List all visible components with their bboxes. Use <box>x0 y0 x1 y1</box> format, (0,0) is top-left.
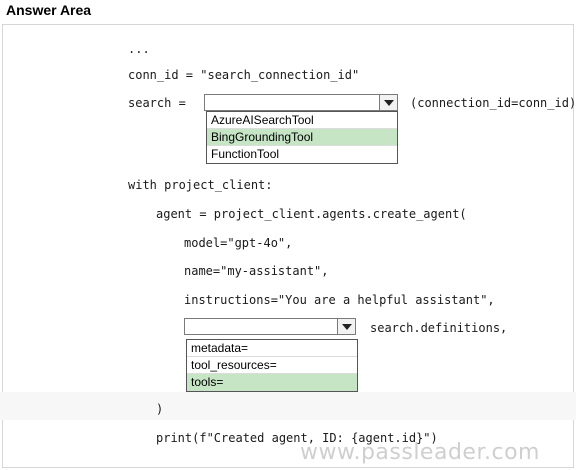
code-conn-id-line: conn_id = "search_connection_id" <box>128 68 360 82</box>
option-tool-resources[interactable]: tool_resources= <box>187 357 357 374</box>
code-print-line: print(f"Created agent, ID: {agent.id}") <box>156 431 438 445</box>
option-bing-grounding-tool[interactable]: BingGroundingTool <box>207 129 397 146</box>
answer-area-title: Answer Area <box>6 2 92 18</box>
code-name-line: name="my-assistant", <box>184 264 329 278</box>
parameter-dropdown[interactable] <box>184 318 356 335</box>
tool-class-options: AzureAISearchTool BingGroundingTool Func… <box>206 111 398 164</box>
code-agent-line: agent = project_client.agents.create_age… <box>156 207 467 221</box>
dropdown-arrow-button[interactable] <box>337 319 355 334</box>
parameter-options: metadata= tool_resources= tools= <box>186 339 358 392</box>
option-metadata[interactable]: metadata= <box>187 340 357 357</box>
tool-class-dropdown[interactable] <box>204 94 398 111</box>
answer-area-header: Answer Area <box>0 0 576 22</box>
background-band <box>0 392 576 420</box>
code-ellipsis: ... <box>128 42 150 56</box>
option-azure-ai-search-tool[interactable]: AzureAISearchTool <box>207 112 397 129</box>
code-search-prefix: search = <box>128 96 186 110</box>
code-close-paren: ) <box>156 402 164 416</box>
option-function-tool[interactable]: FunctionTool <box>211 147 280 161</box>
code-model-line: model="gpt-4o", <box>184 236 293 250</box>
chevron-down-icon <box>342 324 352 330</box>
code-instructions-line: instructions="You are a helpful assistan… <box>184 293 495 307</box>
dropdown-arrow-button[interactable] <box>379 95 397 110</box>
code-search-suffix: (connection_id=conn_id) <box>410 96 576 110</box>
code-defs-suffix: search.definitions, <box>370 321 508 335</box>
watermark: www.passleader.com <box>300 440 540 465</box>
code-with-line: with project_client: <box>128 178 273 192</box>
option-tools[interactable]: tools= <box>187 374 357 391</box>
chevron-down-icon <box>384 100 394 106</box>
